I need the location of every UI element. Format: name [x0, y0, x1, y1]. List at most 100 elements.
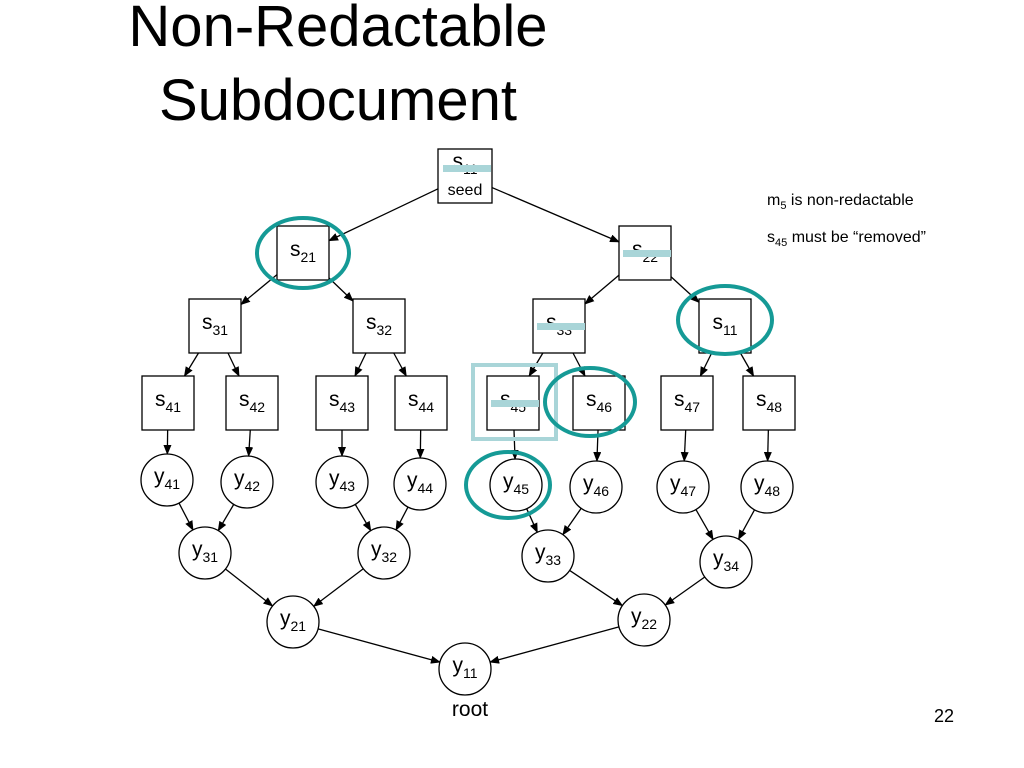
node-label: y32: [371, 538, 397, 565]
node-label: y43: [329, 467, 355, 494]
node-y31: y31: [178, 526, 232, 580]
node-y42: y42: [220, 455, 274, 509]
edge-s22-to-s33: [584, 274, 620, 305]
node-label: s43: [329, 388, 355, 415]
node-label-base: y: [407, 469, 418, 492]
node-y45: y45: [489, 458, 543, 512]
edge-s42-to-y42: [245, 429, 254, 458]
node-circle: [140, 453, 194, 507]
node-label-base: s: [239, 388, 250, 411]
node-box: [742, 375, 796, 431]
node-label: y33: [535, 541, 561, 568]
node-label-subscript: 41: [164, 476, 180, 492]
node-label: y47: [670, 472, 696, 499]
edge-y32-to-y21: [312, 568, 364, 607]
edge-s22-to-s34: [670, 276, 700, 303]
node-label-subscript: 48: [766, 399, 782, 415]
node-y43: y43: [315, 455, 369, 509]
node-box: [141, 375, 195, 431]
node-label-subscript: 21: [300, 249, 316, 265]
node-s32: s32: [352, 298, 406, 354]
node-label-base: s: [408, 388, 419, 411]
node-y46: y46: [569, 460, 623, 514]
edge-s33-to-s46: [572, 352, 586, 377]
node-label: s42: [239, 388, 265, 415]
highlight-circle-s46: [543, 366, 637, 438]
node-label-base: s: [756, 388, 767, 411]
node-circle: [740, 460, 794, 514]
highlight-circle-y45: [464, 450, 552, 520]
node-circle: [569, 460, 623, 514]
node-s44: s44: [394, 375, 448, 431]
node-label-subscript: 31: [212, 322, 228, 338]
node-y41: y41: [140, 453, 194, 507]
node-label: s44: [408, 388, 434, 415]
node-label: s41: [155, 388, 181, 415]
edge-y21-to-y11: [317, 628, 441, 664]
node-label: y45: [503, 470, 529, 497]
node-label: s31: [202, 311, 228, 338]
note-1-base: m: [767, 192, 781, 209]
node-label-subscript: 11: [463, 665, 478, 681]
node-label-subscript: 21: [290, 618, 306, 634]
node-label-subscript: 31: [202, 549, 218, 565]
node-label-base: y: [535, 541, 546, 564]
node-y34: y34: [699, 535, 753, 589]
node-label: y46: [583, 472, 609, 499]
root-label: root: [451, 698, 489, 721]
node-label-base: s: [202, 311, 213, 334]
edge-s31-to-s42: [227, 352, 240, 377]
note-2-text: must be “removed”: [787, 229, 926, 246]
node-s47: s47: [660, 375, 714, 431]
nodes-layer: s11seeds21s22s31s32s33s11s41s42s43s44s45…: [140, 148, 796, 696]
node-circle: [617, 593, 671, 647]
note-2-base: s: [767, 229, 775, 246]
node-label: y42: [234, 467, 260, 494]
edge-y42-to-y31: [217, 504, 235, 532]
node-label: s21: [290, 238, 316, 265]
node-label-base: y: [234, 467, 245, 490]
node-label-base: s: [155, 388, 166, 411]
node-label-base: s: [632, 238, 643, 261]
edge-s11_top-to-s22: [491, 186, 620, 243]
node-box: [572, 375, 626, 431]
node-label-subscript: 42: [249, 399, 265, 415]
node-label-subscript: 33: [545, 552, 561, 568]
edge-s32-to-s44: [393, 352, 407, 377]
node-label-subscript: 32: [376, 322, 392, 338]
node-label-subscript: 45: [513, 481, 529, 497]
edge-s34-to-s47: [699, 352, 713, 377]
node-label-subscript: 32: [381, 549, 397, 565]
node-box: [352, 298, 406, 354]
node-label-subscript: 46: [596, 399, 612, 415]
highlight-circle-s34: [676, 284, 774, 356]
edge-y33-to-y22: [569, 569, 624, 607]
node-label: y31: [192, 538, 218, 565]
node-y44: y44: [393, 457, 447, 511]
node-label: s32: [366, 311, 392, 338]
seed-label: seed: [448, 182, 483, 199]
node-label: s48: [756, 388, 782, 415]
edge-y34-to-y22: [664, 576, 706, 606]
node-s34: s11: [698, 298, 752, 354]
edge-y44-to-y32: [395, 506, 409, 531]
node-label-subscript: 22: [641, 616, 657, 632]
node-box: [315, 375, 369, 431]
node-label-subscript: 34: [723, 558, 739, 574]
note-1-subscript: 5: [780, 200, 787, 213]
node-label-subscript: 11: [723, 322, 738, 338]
node-label: y44: [407, 469, 433, 496]
edge-y31-to-y21: [225, 568, 274, 607]
node-label-subscript: 47: [684, 399, 700, 415]
edge-s45-to-y45: [510, 429, 519, 461]
node-label-subscript: 43: [339, 478, 355, 494]
node-label-base: y: [154, 465, 165, 488]
node-y32: y32: [357, 526, 411, 580]
node-s21: s21: [276, 225, 330, 281]
node-label: y11: [452, 654, 477, 681]
node-box: [437, 148, 493, 204]
node-box: [276, 225, 330, 281]
node-circle: [699, 535, 753, 589]
node-s41: s41: [141, 375, 195, 431]
node-label-base: s: [366, 311, 377, 334]
